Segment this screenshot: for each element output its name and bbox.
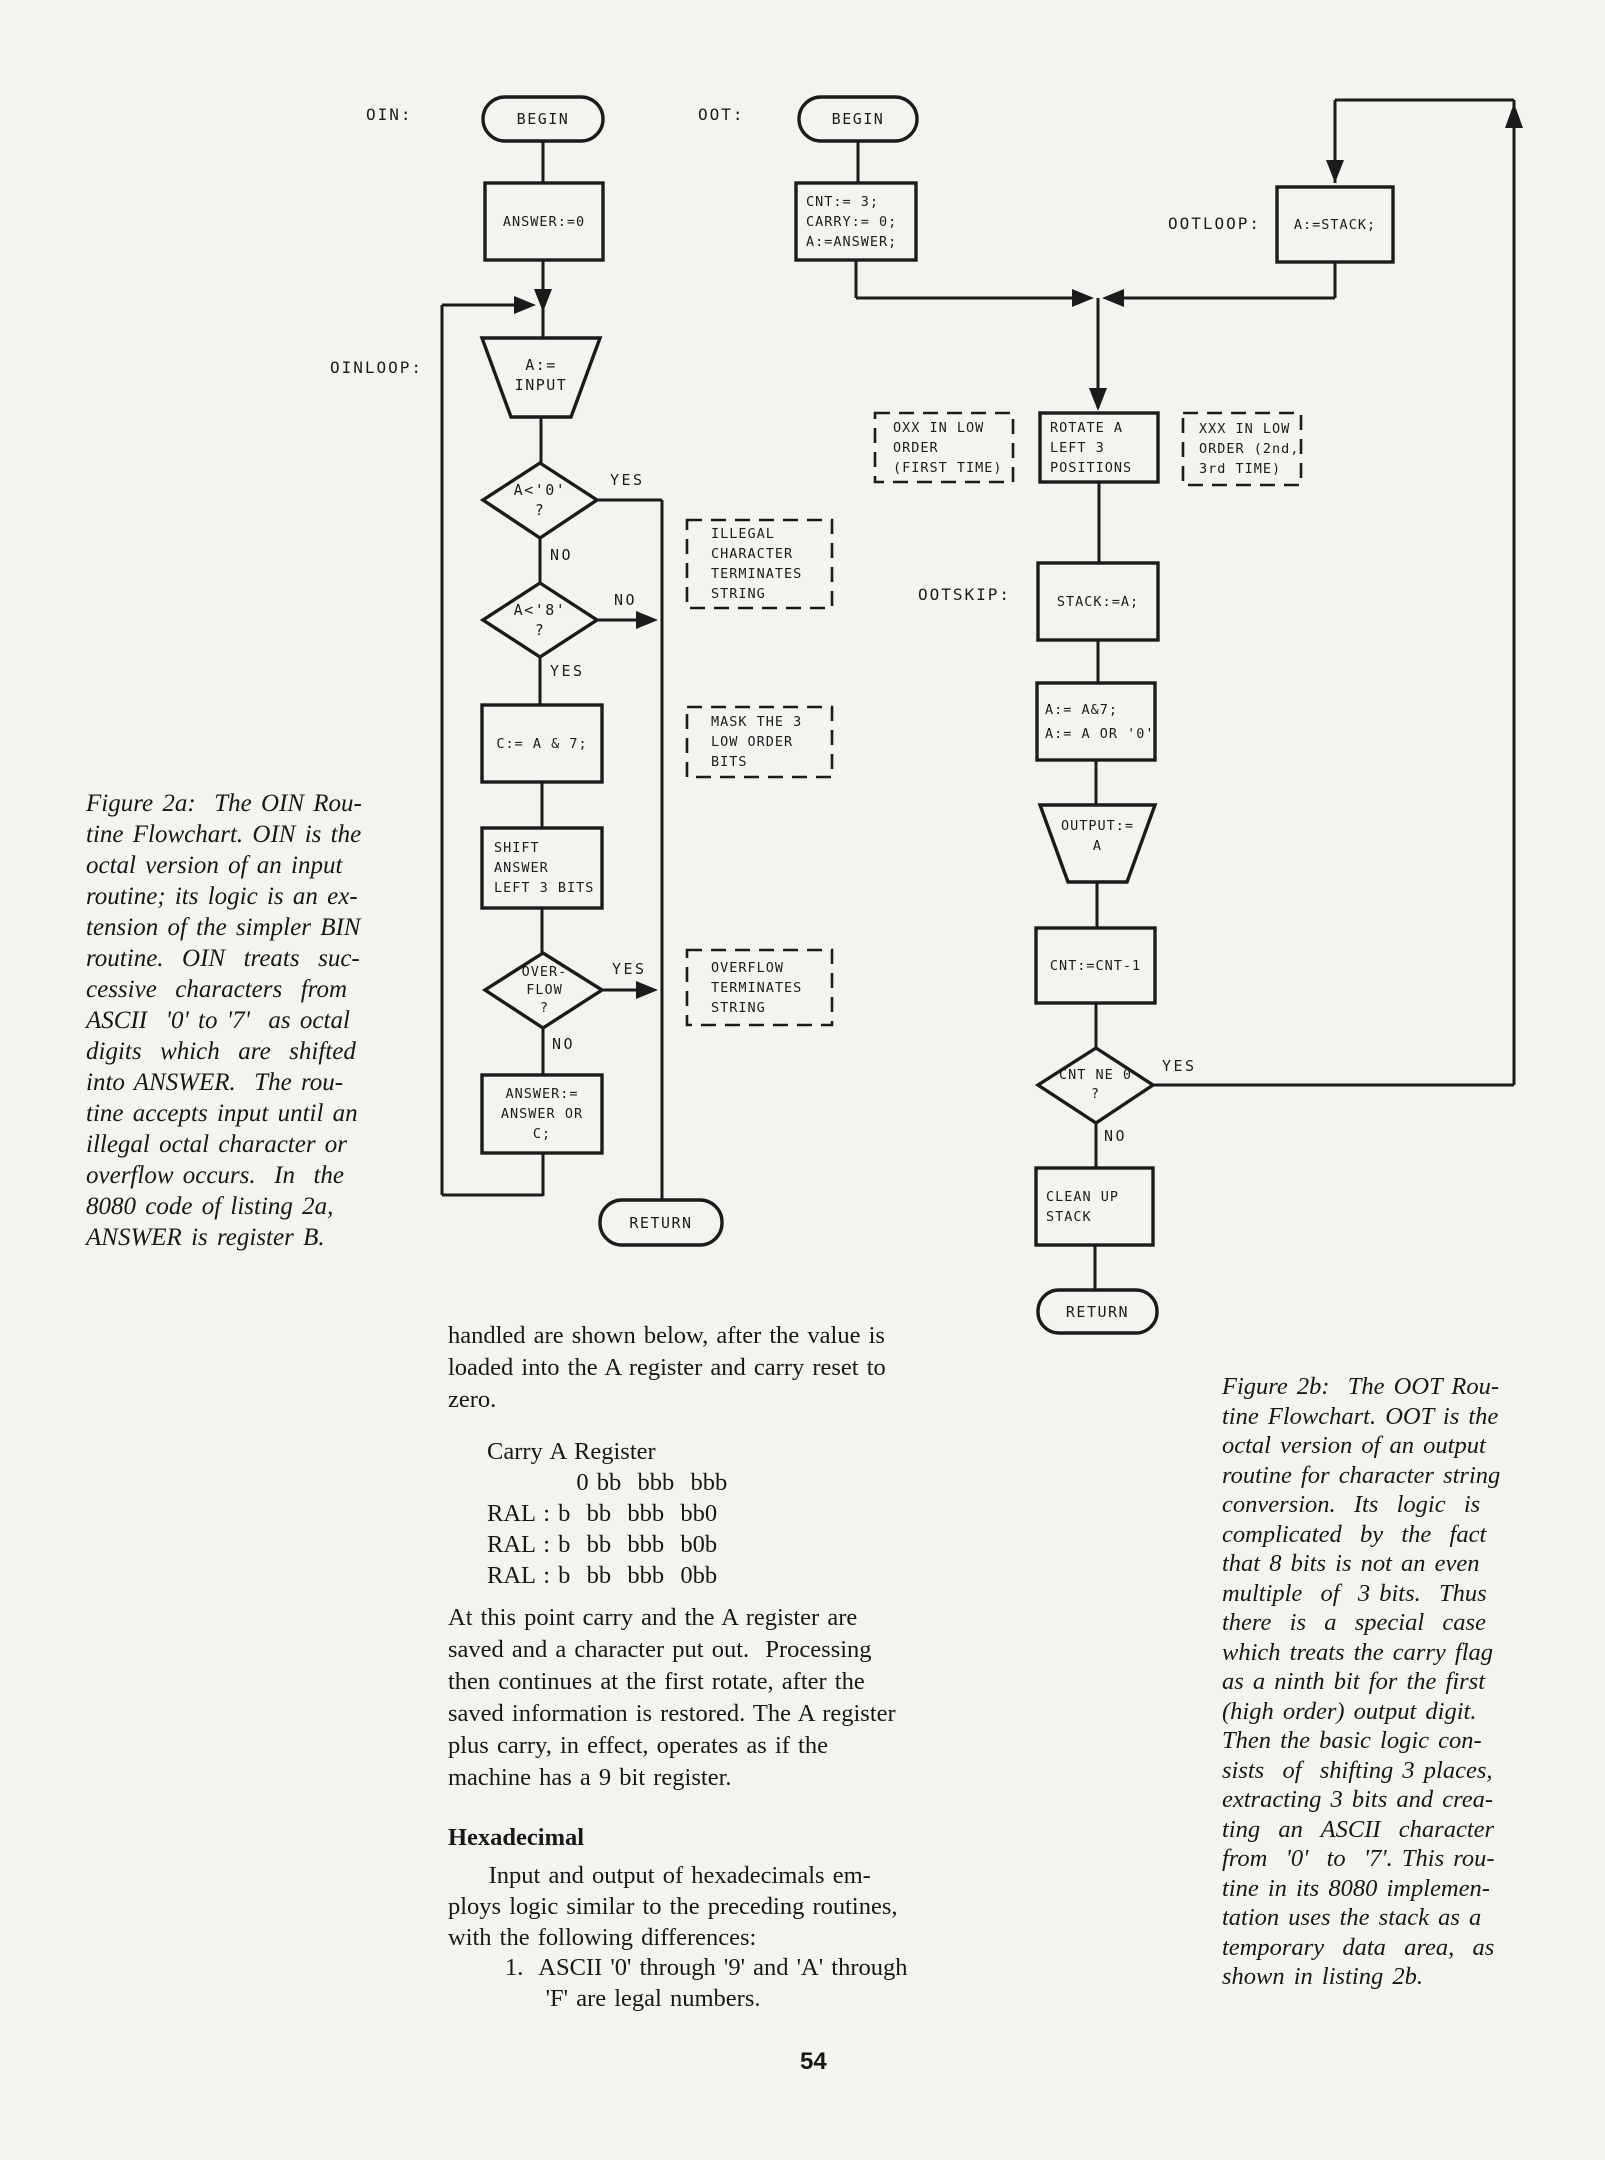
- oot-connector-lines: [854, 98, 1516, 1290]
- oot-test-count: CNT NE 0 ?: [1038, 1053, 1153, 1117]
- page-number: 54: [800, 2048, 827, 2075]
- oot-count-no-label: NO: [1104, 1127, 1128, 1145]
- oot-ascii: A:= A&7; A:= A OR '0': [1045, 683, 1155, 760]
- oot-title: OOT:: [698, 105, 745, 124]
- oin-mask-text: C:= A & 7;: [496, 735, 588, 752]
- oin-arrowheads: [514, 289, 658, 999]
- oot-init-text: CNT:= 3; CARRY:= 0; A:=ANSWER;: [806, 193, 898, 250]
- oin-lt8-no-label: NO: [614, 591, 638, 609]
- oot-note-rest: XXX IN LOW ORDER (2nd, 3rd TIME): [1191, 413, 1307, 485]
- body-paragraph-3: Input and output of hexadecimals em- plo…: [448, 1862, 898, 1951]
- oin-lt0-yes-label: YES: [610, 471, 645, 489]
- oot-decrement: CNT:=CNT-1: [1036, 928, 1155, 1003]
- oin-test-lt0: A<'0' ?: [483, 468, 597, 532]
- oot-flowchart: [794, 95, 1523, 1335]
- oin-init-text: ANSWER:=0: [502, 213, 586, 230]
- figure-2a-caption: Figure 2a: The OIN Rou- tine Flowchart. …: [86, 790, 362, 1251]
- oin-overflow-no-label: NO: [552, 1035, 576, 1053]
- oot-return: RETURN: [1038, 1290, 1157, 1333]
- oin-lt8-yes-label: YES: [550, 662, 585, 680]
- oot-note-first-box: [873, 411, 1015, 484]
- body-paragraph-1: handled are shown below, after the value…: [448, 1322, 886, 1413]
- oin-begin-text: BEGIN: [516, 110, 570, 128]
- oot-note-first: OXX IN LOW ORDER (FIRST TIME): [883, 413, 1021, 482]
- ootloop-label: OOTLOOP:: [1168, 214, 1262, 233]
- body-list-item-1: 1. ASCII '0' through '9' and 'A' through…: [505, 1954, 908, 2012]
- oin-accumulate-text: ANSWER:= ANSWER OR C;: [500, 1086, 584, 1142]
- oin-mask: C:= A & 7;: [482, 705, 602, 782]
- ootskip-label: OOTSKIP:: [918, 585, 1012, 604]
- oin-note-mask: MASK THE 3 LOW ORDER BITS: [699, 707, 844, 777]
- body-paragraph-2: At this point carry and the A register a…: [448, 1604, 896, 1791]
- oin-note-mask-text: MASK THE 3 LOW ORDER BITS: [711, 714, 803, 770]
- oot-output: OUTPUT:= A: [1045, 808, 1150, 864]
- hexadecimal-heading: Hexadecimal: [448, 1824, 585, 1851]
- oot-return-text: RETURN: [1065, 1302, 1130, 1321]
- oin-shift-text: SHIFT ANSWER LEFT 3 BITS: [494, 840, 595, 896]
- flowchart-canvas: [440, 95, 1523, 1335]
- oin-overflow-text: OVER- FLOW ?: [521, 964, 568, 1016]
- oin-note-overflow: OVERFLOW TERMINATES STRING: [699, 950, 844, 1025]
- oin-test-lt8-text: A<'8' ?: [513, 601, 567, 639]
- oin-input-text: A:= INPUT: [514, 356, 568, 394]
- oot-push-text: STACK:=A;: [1056, 593, 1140, 610]
- oot-pop-text: A:=STACK;: [1293, 216, 1377, 233]
- oinloop-label: OINLOOP:: [330, 358, 424, 377]
- oin-lt0-no-label: NO: [550, 546, 574, 564]
- oin-note-illegal: ILLEGAL CHARACTER TERMINATES STRING: [699, 520, 844, 608]
- oot-rotate: ROTATE A LEFT 3 POSITIONS: [1050, 413, 1156, 482]
- oot-cleanup: CLEAN UP STACK: [1046, 1168, 1153, 1245]
- oot-note-first-text: OXX IN LOW ORDER (FIRST TIME): [893, 419, 1003, 476]
- carry-register-table: Carry A Register 0 bb bbb bbb RAL : b bb…: [487, 1438, 728, 1589]
- oin-overflow-yes-label: YES: [612, 960, 647, 978]
- oin-input-trapezoid: [479, 336, 603, 419]
- oot-output-trapezoid: [1037, 803, 1158, 884]
- oin-begin: BEGIN: [483, 97, 603, 141]
- oin-flowchart: [440, 95, 834, 1247]
- oot-count-yes-label: YES: [1162, 1057, 1197, 1075]
- oin-init: ANSWER:=0: [485, 183, 603, 260]
- oot-begin-text: BEGIN: [831, 110, 885, 128]
- oin-test-lt0-text: A<'0' ?: [513, 481, 567, 519]
- oin-input: A:= INPUT: [488, 342, 594, 408]
- oot-output-text: OUTPUT:= A: [1060, 818, 1135, 854]
- oot-arrowheads: [1072, 103, 1523, 411]
- oot-init: CNT:= 3; CARRY:= 0; A:=ANSWER;: [806, 183, 916, 260]
- oot-ascii-text: A:= A&7; A:= A OR '0': [1045, 701, 1155, 742]
- figure-2b-caption: Figure 2b: The OOT Rou- tine Flowchart. …: [1222, 1373, 1501, 1990]
- oot-note-rest-box: [1181, 411, 1303, 487]
- oot-push: STACK:=A;: [1038, 563, 1158, 640]
- oin-note-mask-box: [685, 705, 834, 779]
- oin-note-overflow-text: OVERFLOW TERMINATES STRING: [711, 959, 803, 1016]
- oin-accumulate: ANSWER:= ANSWER OR C;: [482, 1075, 602, 1153]
- oot-begin: BEGIN: [799, 97, 917, 141]
- oin-return: RETURN: [600, 1200, 722, 1245]
- oin-shift: SHIFT ANSWER LEFT 3 BITS: [494, 828, 602, 908]
- oot-return-terminal: [1036, 1288, 1159, 1335]
- oot-rotate-text: ROTATE A LEFT 3 POSITIONS: [1050, 419, 1133, 476]
- oin-connector-lines: [440, 141, 664, 1200]
- oin-title: OIN:: [366, 105, 413, 124]
- oot-pop: A:=STACK;: [1277, 187, 1393, 262]
- oin-overflow: OVER- FLOW ?: [487, 956, 602, 1024]
- oin-note-illegal-text: ILLEGAL CHARACTER TERMINATES STRING: [711, 526, 803, 602]
- oin-test-lt8: A<'8' ?: [483, 588, 597, 652]
- oin-note-overflow-box: [685, 948, 834, 1027]
- oot-decrement-text: CNT:=CNT-1: [1049, 957, 1142, 974]
- oin-return-text: RETURN: [629, 1213, 693, 1232]
- oin-note-illegal-box: [685, 518, 834, 610]
- oot-note-rest-text: XXX IN LOW ORDER (2nd, 3rd TIME): [1199, 421, 1300, 477]
- oot-test-count-text: CNT NE 0 ?: [1058, 1067, 1133, 1102]
- oot-cleanup-text: CLEAN UP STACK: [1046, 1188, 1120, 1225]
